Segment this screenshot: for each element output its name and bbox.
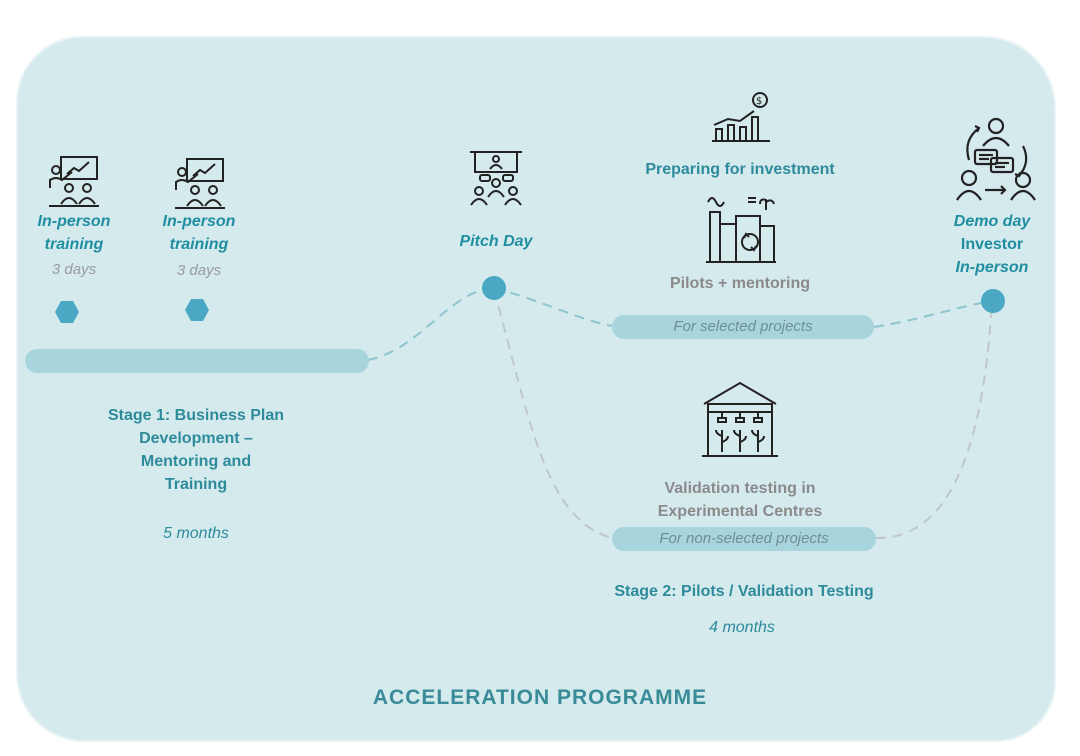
selected-projects-pill bbox=[612, 315, 874, 339]
stage1-line3: Mentoring and bbox=[140, 453, 252, 470]
pitch-day-node bbox=[482, 276, 506, 300]
stage1-line1: Stage 1: Business Plan bbox=[107, 407, 285, 424]
training-2-line2: training bbox=[169, 236, 229, 253]
factory-plant-icon bbox=[706, 197, 776, 263]
selected-to-demo-connector bbox=[873, 300, 993, 328]
pitch-to-nonselected-connector bbox=[493, 289, 613, 539]
stage1-to-pitch-connector bbox=[367, 287, 495, 361]
training-1-duration: 3 days bbox=[51, 261, 97, 278]
selected-projects-label: For selected projects bbox=[673, 318, 813, 335]
training-hexagon-1 bbox=[55, 301, 79, 323]
training-1-label: In-person training bbox=[24, 210, 124, 256]
training-presentation-icon-2 bbox=[175, 158, 225, 209]
demo-day-line2: Investor bbox=[960, 236, 1024, 253]
pitch-meeting-icon bbox=[470, 151, 522, 206]
validation-line1: Validation testing in bbox=[664, 480, 816, 497]
training-2-line1: In-person bbox=[162, 213, 236, 230]
pitch-day-label: Pitch Day bbox=[459, 233, 533, 250]
training-2-duration: 3 days bbox=[176, 262, 222, 279]
programme-panel bbox=[18, 38, 1054, 740]
validation-line2: Experimental Centres bbox=[657, 503, 823, 520]
demo-day-label: Demo day Investor In-person bbox=[932, 210, 1052, 279]
investor-discussion-icon bbox=[956, 117, 1036, 201]
training-2-label: In-person training bbox=[149, 210, 249, 256]
stage1-line4: Training bbox=[164, 476, 228, 493]
stage1-timeline-bar bbox=[25, 349, 369, 373]
stage1-line2: Development – bbox=[139, 430, 253, 447]
svg-text:$: $ bbox=[756, 96, 762, 107]
demo-day-line3: In-person bbox=[955, 259, 1029, 276]
training-presentation-icon bbox=[49, 156, 99, 207]
stage1-title: Stage 1: Business Plan Development – Men… bbox=[86, 404, 306, 496]
pilots-label: Pilots + mentoring bbox=[669, 275, 810, 292]
demo-day-line1: Demo day bbox=[953, 213, 1031, 230]
investment-label: Preparing for investment bbox=[645, 161, 835, 178]
training-hexagon-2 bbox=[185, 299, 209, 321]
demo-day-node bbox=[981, 289, 1005, 313]
stage1-duration: 5 months bbox=[163, 525, 229, 542]
validation-label: Validation testing in Experimental Centr… bbox=[610, 477, 870, 523]
nonselected-projects-pill bbox=[612, 527, 876, 551]
pitch-to-selected-connector bbox=[493, 287, 613, 327]
training-1-line2: training bbox=[44, 236, 104, 253]
growth-chart-dollar-icon: $ bbox=[712, 92, 770, 142]
nonselected-projects-label: For non-selected projects bbox=[659, 530, 829, 547]
greenhouse-icon bbox=[702, 381, 778, 457]
training-1-line1: In-person bbox=[37, 213, 111, 230]
nonselected-to-demo-connector bbox=[875, 301, 993, 540]
programme-title: ACCELERATION PROGRAMME bbox=[372, 686, 708, 709]
stage2-title: Stage 2: Pilots / Validation Testing bbox=[614, 583, 874, 600]
stage2-duration: 4 months bbox=[709, 619, 775, 636]
